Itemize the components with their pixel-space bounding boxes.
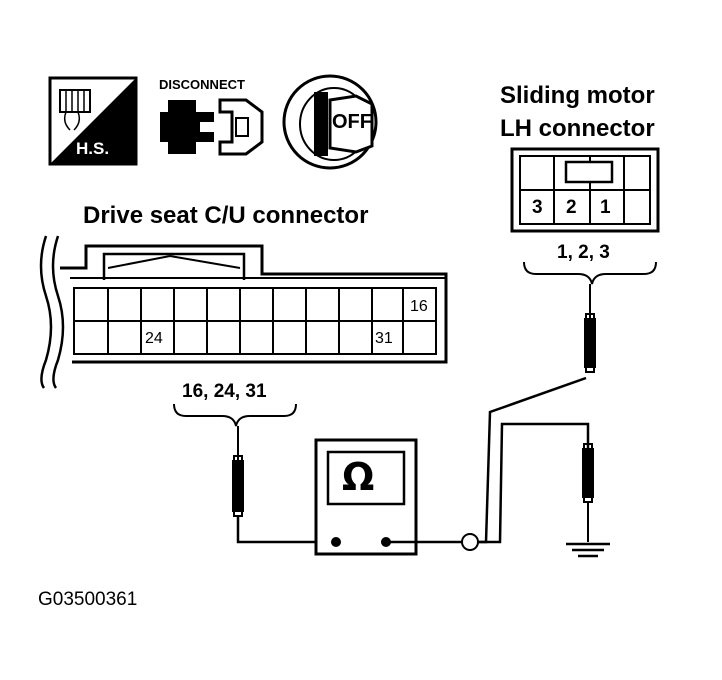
pin-16-label: 16 — [410, 298, 428, 315]
right-wiring — [386, 376, 590, 551]
motor-pin-1-label: 1 — [600, 197, 611, 218]
motor-pin-2-label: 2 — [566, 197, 577, 218]
sliding-motor-connector — [510, 147, 660, 285]
hs-label: H.S. — [76, 139, 110, 158]
sliding-motor-probe-label: 1, 2, 3 — [557, 242, 610, 263]
drive-seat-title: Drive seat C/U connector — [83, 202, 369, 229]
sliding-motor-title-line1: Sliding motor — [500, 82, 655, 109]
ground-test-probe — [582, 443, 594, 542]
sliding-motor-title-line2: LH connector — [500, 115, 655, 142]
ground-symbol — [566, 542, 610, 558]
ohm-symbol: Ω — [342, 455, 375, 499]
figure-code: G03500361 — [38, 589, 138, 610]
harness-side-icon — [48, 76, 138, 166]
pin-24-label: 24 — [145, 330, 163, 347]
drive-seat-probe-label: 16, 24, 31 — [182, 381, 267, 402]
left-test-probe — [232, 426, 316, 544]
pin-31-label: 31 — [375, 330, 393, 347]
disconnect-label: DISCONNECT — [159, 77, 245, 92]
motor-test-probe — [584, 284, 596, 373]
off-label: OFF — [332, 111, 372, 133]
ignition-off-icon — [282, 74, 378, 170]
drive-seat-connector — [39, 235, 448, 427]
disconnect-icon — [160, 98, 264, 156]
motor-pin-3-label: 3 — [532, 197, 543, 218]
ohmmeter — [314, 438, 418, 556]
